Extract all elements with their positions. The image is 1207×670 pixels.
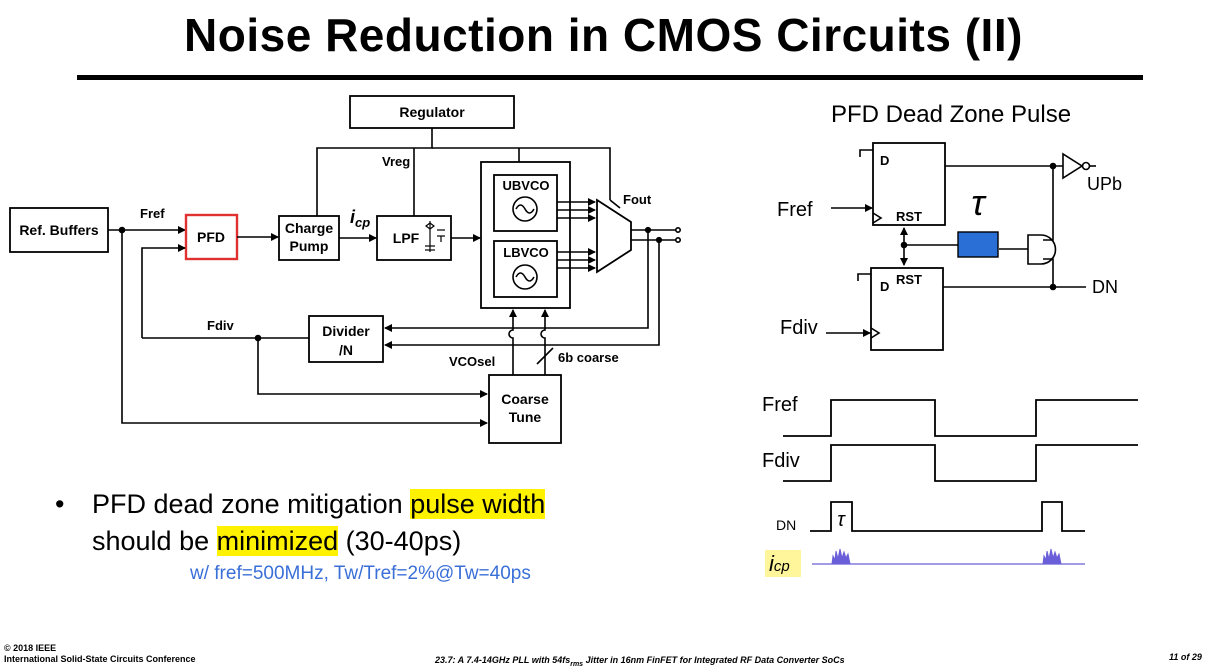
- regulator-label: Regulator: [399, 104, 465, 120]
- footer-conference: International Solid-State Circuits Confe…: [4, 654, 196, 664]
- fdiv-label: Fdiv: [207, 318, 234, 333]
- bullet-highlight-2: minimized: [216, 526, 339, 556]
- icp-spikes: [831, 548, 1062, 565]
- pfd-label: PFD: [197, 229, 225, 245]
- upb-inverter: [1062, 152, 1084, 180]
- fref-waveform: [783, 399, 1138, 437]
- fout-label: Fout: [623, 192, 652, 207]
- dff-top-d-label: D: [880, 153, 889, 168]
- fdiv-waveform: [783, 444, 1138, 482]
- lbvco-label: LBVCO: [503, 245, 549, 260]
- coarse-bits-label: 6b coarse: [558, 350, 619, 365]
- bullet-post2: (30-40ps): [338, 526, 462, 556]
- pfd-schematic: [826, 142, 1096, 351]
- coarse-tune-label-1: Coarse: [501, 391, 549, 407]
- footer-left: © 2018 IEEE International Solid-State Ci…: [4, 643, 196, 665]
- bullet-subnote: w/ fref=500MHz, Tw/Tref=2%@Tw=40ps: [190, 563, 531, 584]
- wave-dn-label: DN: [776, 517, 796, 533]
- upb-label: UPb: [1087, 174, 1122, 194]
- ubvco-label: UBVCO: [503, 178, 550, 193]
- lbvco-box: [493, 240, 558, 298]
- dn-waveform: [810, 501, 1085, 532]
- ubvco-oscillator-icon: [512, 196, 538, 222]
- footer-page-number: 11 of 29: [1169, 652, 1202, 662]
- dn-output-label: DN: [1092, 277, 1118, 297]
- fref-input-label: Fref: [777, 199, 813, 221]
- wave-tau-label: τ: [837, 509, 846, 531]
- fref-label: Fref: [140, 206, 165, 221]
- bullet-dot: •: [55, 489, 65, 519]
- ubvco-box: [493, 174, 558, 232]
- dff-top: [872, 142, 946, 226]
- dff-bottom-d-label: D: [880, 279, 889, 294]
- wave-icp-label: icp: [769, 551, 790, 576]
- tau-delay-label: τ: [971, 182, 987, 223]
- dff-bottom-rst-label: RST: [896, 272, 922, 287]
- divider-label-1: Divider: [322, 323, 370, 339]
- wave-icp-highlight: [765, 550, 801, 577]
- delay-cell: [957, 231, 999, 258]
- timing-waveforms: [783, 399, 1138, 565]
- charge-pump-label-2: Pump: [290, 238, 329, 254]
- pll-block-diagram: [9, 95, 681, 444]
- divider-box: [308, 315, 384, 363]
- bullet-highlight-1: pulse width: [410, 489, 546, 519]
- footer-paper-title: 23.7: A 7.4-14GHz PLL with 54fsrms Jitte…: [435, 655, 845, 668]
- divider-label-2: /N: [339, 342, 353, 358]
- pfd-schematic-title: PFD Dead Zone Pulse: [831, 101, 1071, 128]
- lbvco-oscillator-icon: [512, 264, 538, 290]
- coarse-tune-label-2: Tune: [509, 409, 542, 425]
- footer-copyright: © 2018 IEEE: [4, 643, 57, 653]
- bullet-pre1: PFD dead zone mitigation: [92, 489, 411, 519]
- dff-top-rst-label: RST: [896, 209, 922, 224]
- wave-fref-label: Fref: [762, 394, 798, 416]
- charge-pump-label-1: Charge: [285, 220, 333, 236]
- lpf-capacitor-icon: [425, 221, 445, 252]
- bullet-pre2: should be: [92, 526, 217, 556]
- wave-fdiv-label: Fdiv: [762, 450, 800, 472]
- vreg-label: Vreg: [382, 154, 410, 169]
- lpf-label: LPF: [393, 230, 420, 246]
- icp-label: icp: [350, 207, 370, 230]
- reset-and-gate: [1027, 234, 1057, 265]
- vcosel-label: VCOsel: [449, 354, 495, 369]
- slide-title: Noise Reduction in CMOS Circuits (II): [184, 9, 1023, 61]
- ref-buffers-label: Ref. Buffers: [19, 222, 99, 238]
- title-underline: [77, 75, 1143, 80]
- vco-mux: [596, 198, 632, 274]
- dff-bottom: [870, 267, 944, 351]
- coarse-tune-box: [488, 374, 562, 444]
- fdiv-input-label: Fdiv: [780, 317, 818, 339]
- vco-outer-box: [480, 161, 571, 309]
- bullet-text: PFD dead zone mitigation pulse width sho…: [92, 486, 732, 560]
